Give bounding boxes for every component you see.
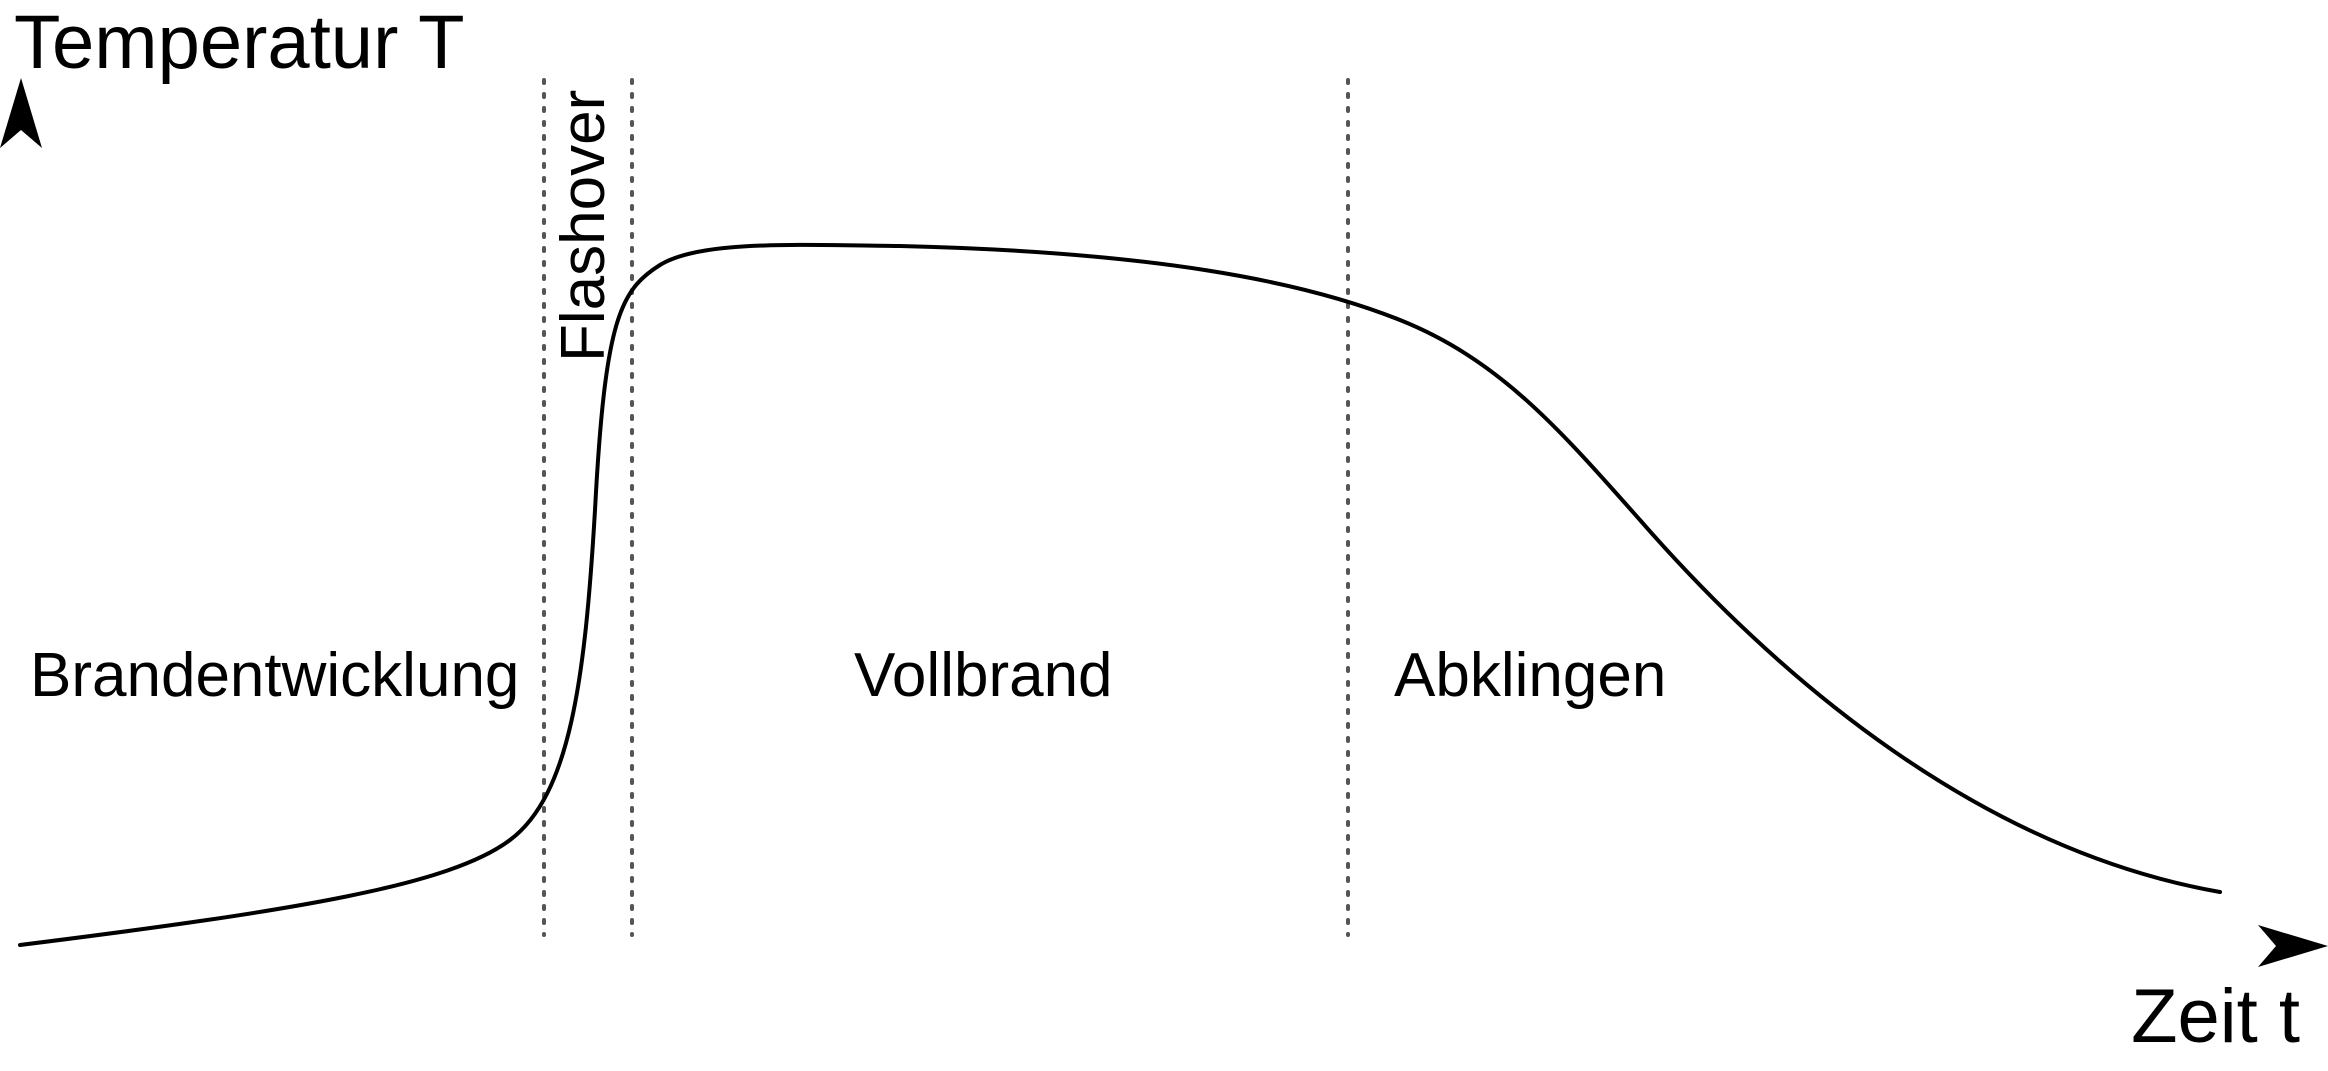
phase-label-vollbrand: Vollbrand [854,641,1113,710]
x-axis-arrowhead [2258,925,2328,967]
y-axis-label: Temperatur T [14,0,465,85]
temperature-curve [18,242,2222,947]
phase-label-brandentwicklung: Brandentwicklung [30,641,519,710]
phase-label-flashover: Flashover [549,90,618,362]
y-axis-arrowhead [0,78,42,148]
x-axis-label: Zeit t [2131,974,2300,1059]
phase-label-abklingen: Abklingen [1394,641,1666,710]
